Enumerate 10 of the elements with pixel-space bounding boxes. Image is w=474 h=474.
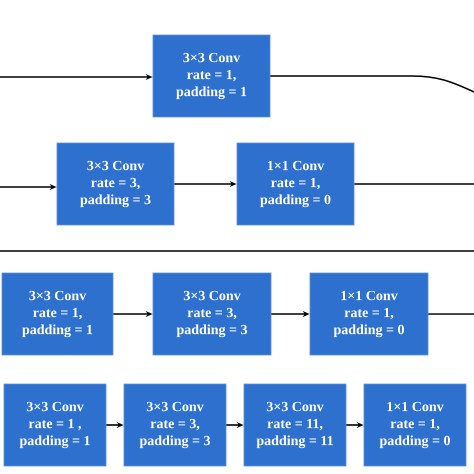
- conv-box: 3×3 Conv rate = 1 , padding = 1: [4, 384, 106, 466]
- conv-box: 1×1 Conv rate = 1, padding = 0: [236, 142, 354, 226]
- conv-box: 3×3 Conv rate = 3, padding = 3: [124, 384, 226, 466]
- conv-box: 3×3 Conv rate = 1, padding = 1: [2, 272, 114, 356]
- conv-box: 1×1 Conv rate = 1, padding = 0: [310, 272, 428, 356]
- conv-box: 1×1 Conv rate = 1, padding = 0: [364, 384, 466, 466]
- conv-box: 3×3 Conv rate = 3, padding = 3: [56, 142, 174, 226]
- conv-box: 3×3 Conv rate = 1, padding = 1: [152, 34, 270, 118]
- conv-box: 3×3 Conv rate = 3, padding = 3: [152, 272, 272, 356]
- conv-box: 3×3 Conv rate = 11, padding = 11: [244, 384, 346, 466]
